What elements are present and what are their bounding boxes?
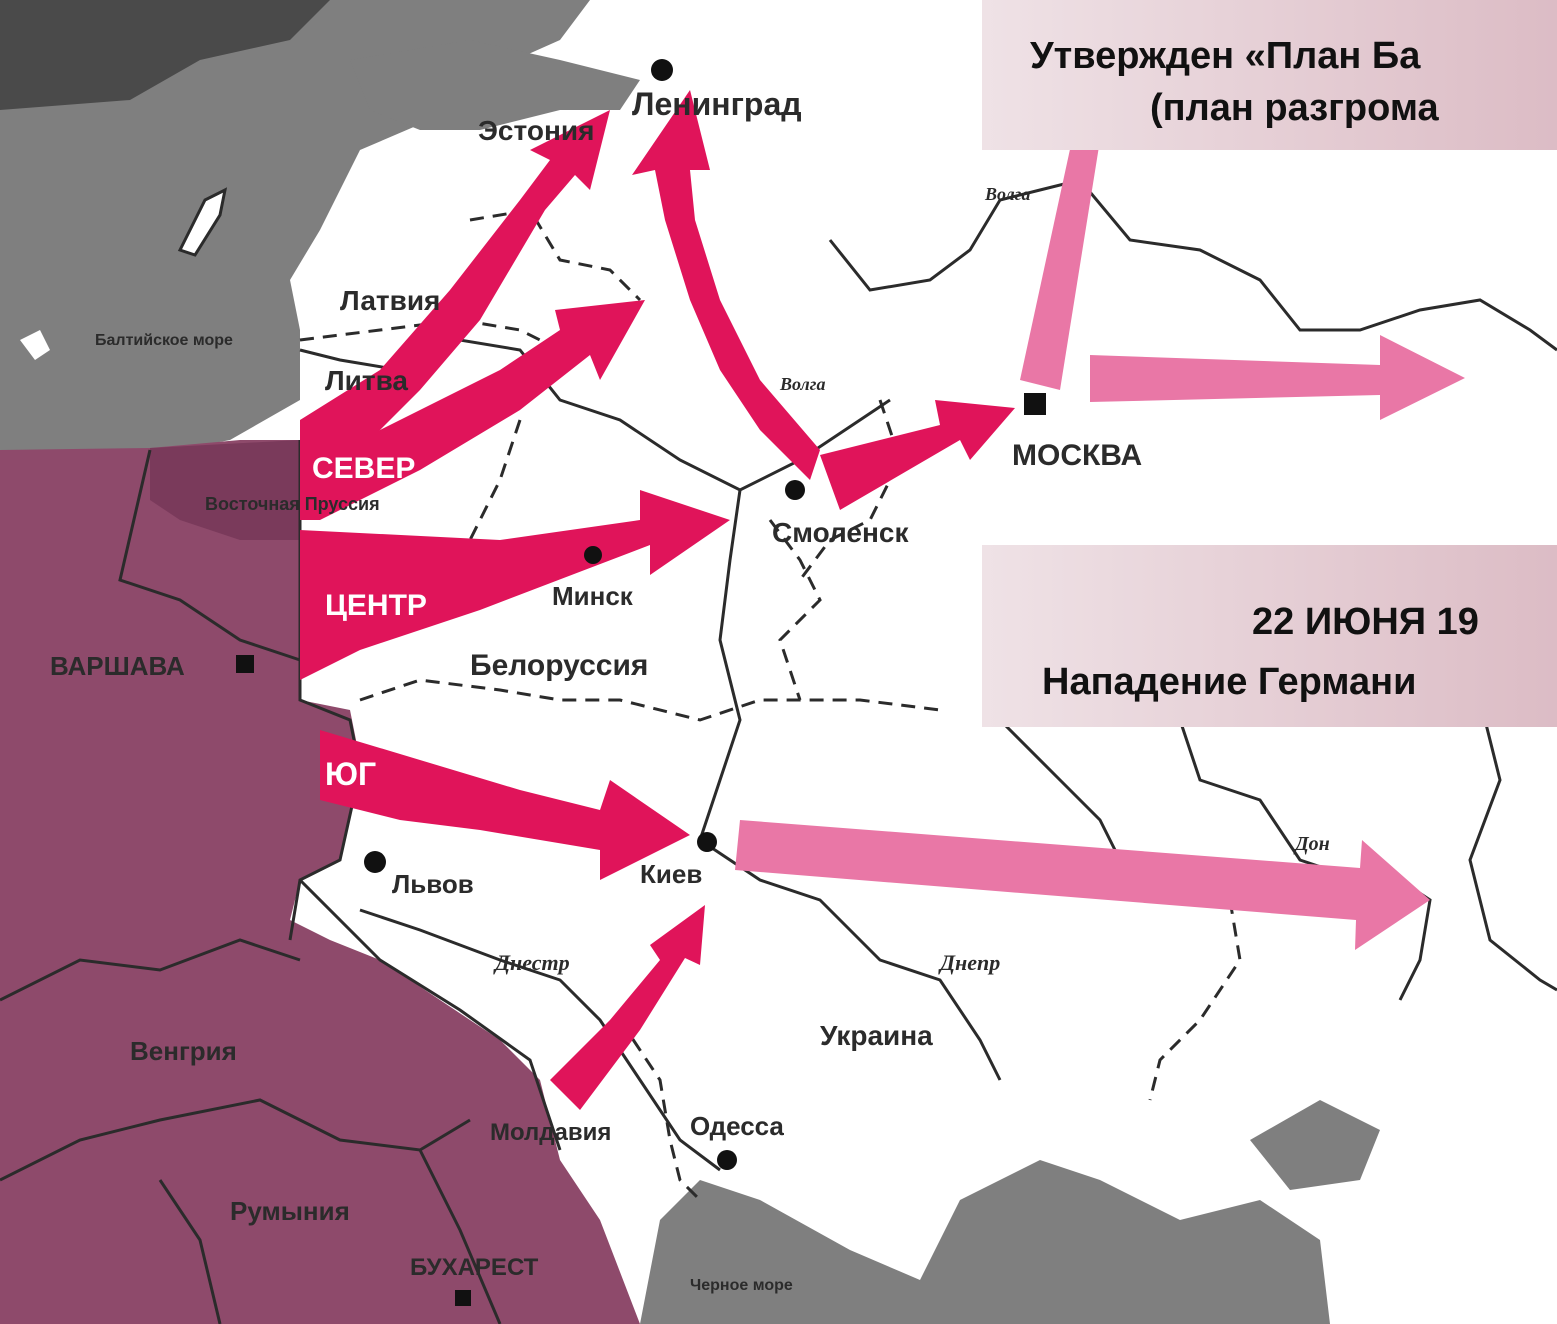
axis-territory bbox=[0, 440, 640, 1324]
border-line bbox=[118, 449, 301, 662]
dashed-border bbox=[768, 519, 822, 701]
label-bucharest: БУХАРЕСТ bbox=[410, 1254, 539, 1281]
river-line bbox=[998, 718, 1122, 861]
arrow-center-to-smolensk bbox=[300, 490, 730, 680]
city-marker-minsk bbox=[584, 546, 602, 564]
label-minsk: Минск bbox=[552, 581, 634, 611]
label-black-sea: Черное море bbox=[690, 1277, 793, 1294]
info-box-middle-line1: 22 ИЮНЯ 19 bbox=[1252, 601, 1479, 643]
dashed-border bbox=[469, 208, 642, 302]
river-dnepr bbox=[698, 489, 1002, 1081]
border-line bbox=[0, 938, 301, 1002]
label-belorussia: Белоруссия bbox=[470, 649, 648, 682]
label-hungary: Венгрия bbox=[130, 1036, 237, 1066]
info-box-middle-line2: Нападение Германи bbox=[1042, 661, 1417, 703]
dashed-border bbox=[618, 1019, 702, 1202]
border-line bbox=[298, 878, 562, 1151]
river-dnestr bbox=[359, 908, 721, 1172]
label-army-north: СЕВЕР bbox=[312, 452, 415, 485]
baltic-island bbox=[177, 187, 228, 257]
city-marker-moscow bbox=[1024, 393, 1046, 415]
label-odessa: Одесса bbox=[690, 1111, 784, 1141]
info-box-june-22: 22 ИЮНЯ 19 Нападение Германи bbox=[982, 545, 1557, 727]
label-kiev: Киев bbox=[640, 859, 702, 889]
info-box-plan-barbarossa: Утвержден «План Ба (план разгрома bbox=[982, 0, 1557, 150]
sea-of-azov bbox=[1250, 1100, 1380, 1190]
label-east-prussia: Восточная Пруссия bbox=[205, 494, 380, 514]
label-leningrad: Ленинград bbox=[632, 86, 802, 122]
label-moldavia: Молдавия bbox=[490, 1119, 611, 1146]
label-river-dnestr: Днестр bbox=[493, 950, 570, 975]
label-warsaw: ВАРШАВА bbox=[50, 651, 185, 681]
arrow-south-to-kiev bbox=[320, 730, 690, 880]
label-river-dnepr: Днепр bbox=[938, 950, 1000, 975]
arrow-to-north-from-moscow bbox=[1020, 140, 1100, 390]
black-sea bbox=[640, 1160, 1330, 1324]
city-marker-kiev bbox=[697, 832, 717, 852]
dashed-border bbox=[798, 399, 902, 581]
info-box-top-line1: Утвержден «План Ба bbox=[1030, 35, 1421, 77]
borders bbox=[0, 178, 1557, 1324]
gulf-of-finland bbox=[350, 40, 640, 130]
label-army-south: ЮГ bbox=[325, 756, 376, 792]
city-marker-leningrad bbox=[651, 59, 673, 81]
border-line bbox=[158, 1179, 222, 1324]
label-latvia: Латвия bbox=[340, 285, 440, 316]
label-moscow: МОСКВА bbox=[1012, 439, 1142, 472]
city-marker-odessa bbox=[717, 1150, 737, 1170]
label-river-volga-2: Волга bbox=[779, 374, 825, 394]
baltic-island-small bbox=[20, 330, 50, 360]
city-marker-lvov bbox=[364, 851, 386, 873]
city-marker-bucharest bbox=[455, 1290, 471, 1306]
label-river-don: Дон bbox=[1293, 833, 1330, 855]
dashed-border bbox=[458, 419, 522, 591]
label-lvov: Львов bbox=[392, 869, 474, 899]
map-labels: Ленинград Эстония Латвия Литва МОСКВА См… bbox=[50, 86, 1330, 1294]
sea-dark-north bbox=[0, 0, 330, 110]
secondary-arrows bbox=[735, 140, 1465, 950]
border-line bbox=[418, 1149, 502, 1324]
label-ukraine: Украина bbox=[820, 1020, 933, 1051]
east-prussia bbox=[150, 440, 300, 540]
label-baltic-sea: Балтийское море bbox=[95, 332, 233, 349]
label-estonia: Эстония bbox=[478, 115, 594, 146]
label-romania: Румыния bbox=[230, 1196, 350, 1226]
dashed-border bbox=[359, 678, 941, 722]
label-lithuania: Литва bbox=[325, 365, 408, 396]
arrow-east-of-moscow bbox=[1090, 335, 1465, 420]
info-box-top-line2: (план разгрома bbox=[1150, 87, 1439, 129]
arrow-north-to-latvia bbox=[300, 300, 645, 520]
label-smolensk: Смоленск bbox=[772, 517, 909, 548]
arrow-smolensk-to-moscow bbox=[820, 400, 1015, 510]
arrow-moldavia-to-kiev bbox=[550, 905, 705, 1110]
city-marker-smolensk bbox=[785, 480, 805, 500]
arrow-leningrad-curve bbox=[632, 90, 820, 480]
river-volga bbox=[828, 178, 1557, 352]
river-volga-south bbox=[1468, 699, 1557, 992]
city-marker-warsaw bbox=[236, 655, 254, 673]
arrow-east-of-kiev bbox=[735, 820, 1430, 950]
main-arrows bbox=[300, 90, 1015, 1110]
city-markers bbox=[236, 59, 1046, 1306]
arrow-north-to-estonia bbox=[300, 110, 610, 470]
label-army-center: ЦЕНТР bbox=[325, 589, 427, 622]
label-river-volga-1: Волга bbox=[984, 184, 1030, 204]
baltic-sea bbox=[0, 0, 590, 470]
